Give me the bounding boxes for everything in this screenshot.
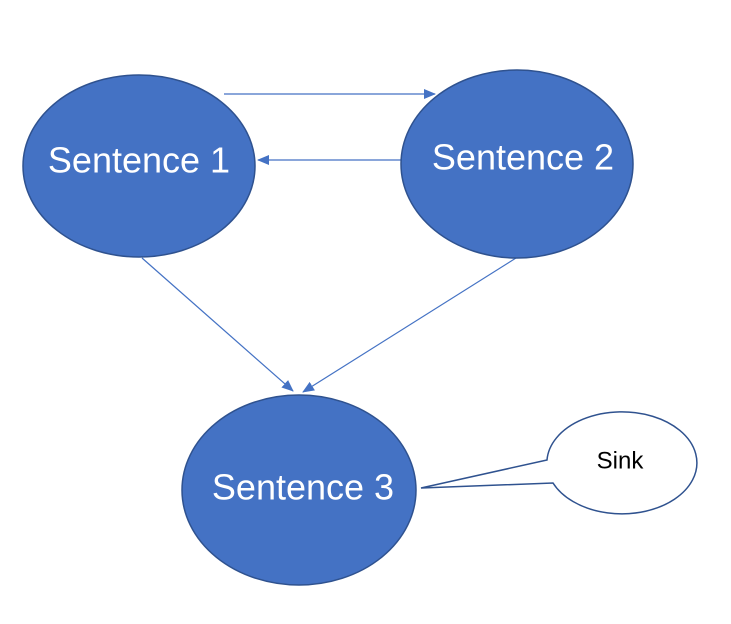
node-sentence-3-shape	[181, 394, 417, 586]
node-sentence-1-label: Sentence 1	[48, 140, 230, 181]
sink-callout: Sink	[420, 411, 698, 515]
node-sentence-1: Sentence 1	[22, 74, 256, 258]
node-sentence-2: Sentence 2	[400, 69, 634, 259]
node-sentence-3-label: Sentence 3	[212, 467, 394, 508]
node-sentence-3: Sentence 3	[181, 394, 417, 586]
node-sentence-1-shape	[22, 74, 256, 258]
edge-sentence1-to-sentence3	[141, 257, 294, 392]
sink-callout-label: Sink	[597, 447, 645, 474]
edge-sentence2-to-sentence3	[302, 257, 517, 393]
node-sentence-2-label: Sentence 2	[432, 137, 614, 178]
sink-callout-bubble	[420, 411, 698, 515]
node-sentence-2-shape	[400, 69, 634, 259]
